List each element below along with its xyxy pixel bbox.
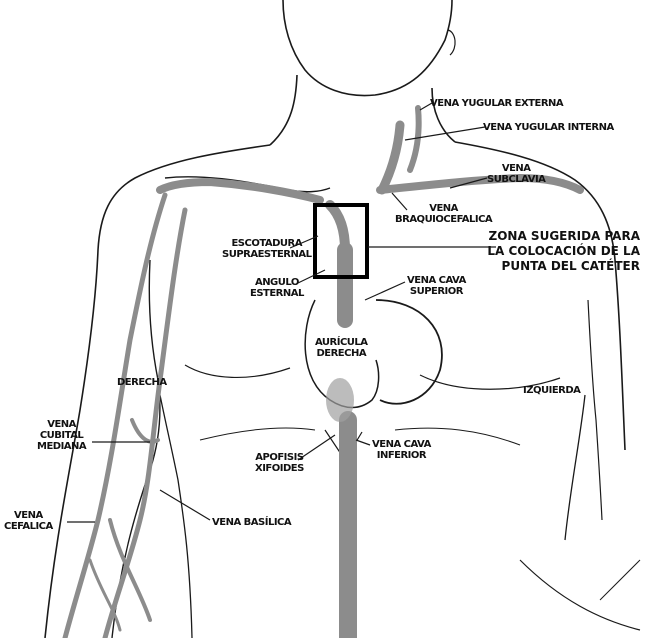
ear-outline — [448, 30, 455, 55]
label-auricula-derecha: AURÍCULA DERECHA — [315, 337, 368, 359]
label-angulo-esternal: ANGULO ESTERNAL — [250, 277, 304, 299]
label-apofisis-xifoides: APOFISIS XIFOIDES — [255, 452, 304, 474]
atrium-shade — [326, 378, 354, 422]
label-zona-line1: ZONA SUGERIDA PARA — [487, 229, 640, 244]
label-auricula-line2: DERECHA — [315, 348, 368, 359]
label-vena-cava-inferior-line2: INFERIOR — [372, 450, 431, 461]
label-vena-cubital-line2: CUBITAL — [37, 430, 86, 441]
label-vena-cefalica-line2: CEFALICA — [4, 521, 53, 532]
veins — [65, 108, 580, 638]
label-derecha: DERECHA — [117, 377, 167, 388]
label-zona-sugerida: ZONA SUGERIDA PARA LA COLOCACIÓN DE LA P… — [487, 229, 640, 274]
pectoral-right — [185, 365, 290, 377]
neck-left-outline — [270, 75, 297, 145]
torso-left-side — [565, 395, 585, 540]
label-vena-subclavia-line1: VENA — [487, 163, 545, 174]
belly-line — [520, 560, 640, 630]
label-vena-subclavia-line2: SUBCLAVIA — [487, 174, 545, 185]
label-apofisis-line1: APOFISIS — [255, 452, 304, 463]
label-vena-cubital-line3: MEDIANA — [37, 441, 86, 452]
torso-right-side — [160, 395, 192, 638]
label-vena-braquiocefalica-line1: VENA — [395, 203, 492, 214]
label-zona-line3: PUNTA DEL CATÉTER — [487, 259, 640, 274]
label-escotadura: ESCOTADURA SUPRAESTERNAL — [222, 238, 311, 260]
label-vena-yugular-interna: VENA YUGULAR INTERNA — [483, 122, 614, 133]
label-izquierda: IZQUIERDA — [523, 385, 580, 396]
label-angulo-line2: ESTERNAL — [250, 288, 304, 299]
label-vena-basilica: VENA BASÍLICA — [212, 517, 291, 528]
label-vena-braquiocefalica-line2: BRAQUIOCEFALICA — [395, 214, 492, 225]
label-vena-cava-superior-line1: VENA CAVA — [407, 275, 466, 286]
label-auricula-line1: AURÍCULA — [315, 337, 368, 348]
label-vena-subclavia: VENA SUBCLAVIA — [487, 163, 545, 185]
label-vena-cubital-mediana: VENA CUBITAL MEDIANA — [37, 419, 86, 452]
label-zona-line2: LA COLOCACIÓN DE LA — [487, 244, 640, 259]
label-escotadura-line2: SUPRAESTERNAL — [222, 249, 311, 260]
left-arm-inner-outline — [588, 300, 602, 520]
left-shoulder-outline — [455, 142, 625, 450]
belly-line-2 — [600, 560, 640, 600]
internal-jugular-vein — [382, 125, 400, 190]
label-angulo-line1: ANGULO — [250, 277, 304, 288]
label-vena-cava-superior: VENA CAVA SUPERIOR — [407, 275, 466, 297]
label-vena-yugular-externa: VENA YUGULAR EXTERNA — [430, 98, 563, 109]
label-vena-cava-superior-line2: SUPERIOR — [407, 286, 466, 297]
label-vena-cubital-line1: VENA — [37, 419, 86, 430]
label-vena-braquiocefalica: VENA BRAQUIOCEFALICA — [395, 203, 492, 225]
right-subclavian-vein — [160, 182, 320, 200]
heart-outline — [376, 300, 442, 404]
label-vena-cefalica: VENA CEFALICA — [4, 510, 53, 532]
label-vena-cefalica-line1: VENA — [4, 510, 53, 521]
head-outline — [283, 0, 452, 96]
label-escotadura-line1: ESCOTADURA — [222, 238, 311, 249]
label-apofisis-line2: XIFOIDES — [255, 463, 304, 474]
label-vena-cava-inferior: VENA CAVA INFERIOR — [372, 439, 431, 461]
label-vena-cava-inferior-line1: VENA CAVA — [372, 439, 431, 450]
ribcage-right — [200, 428, 315, 440]
